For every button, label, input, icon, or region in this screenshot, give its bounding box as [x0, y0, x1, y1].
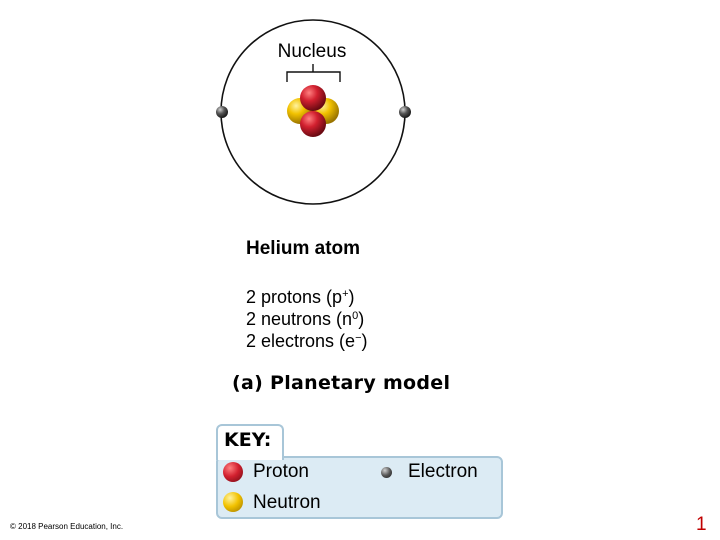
key-electron-label: Electron [408, 461, 478, 482]
protons-text: 2 protons (p [246, 287, 343, 307]
neutrons-charge: 0 [352, 310, 359, 322]
nucleus-label: Nucleus [277, 41, 347, 62]
neutrons-text: 2 neutrons (n [246, 309, 353, 329]
helium-atom-diagram [216, 19, 411, 205]
electron-left [216, 106, 228, 118]
composition-electrons: 2 electrons (e−) [246, 330, 368, 352]
key-tab [216, 424, 284, 460]
composition-neutrons: 2 neutrons (n0) [246, 308, 364, 330]
electrons-charge: − [355, 332, 362, 344]
nucleus-bracket [286, 64, 341, 82]
composition-protons: 2 protons (p+) [246, 286, 355, 308]
electrons-close: ) [361, 331, 368, 351]
key-proton-label: Proton [253, 461, 309, 482]
proton-key-icon [223, 462, 243, 482]
proton-top [300, 85, 326, 111]
page-number: 1 [696, 514, 707, 535]
neutron-key-icon [223, 492, 243, 512]
key-neutron-label: Neutron [253, 492, 321, 513]
electron-key-icon [381, 467, 392, 478]
protons-charge: + [342, 288, 349, 300]
electrons-text: 2 electrons (e [246, 331, 356, 351]
key-box [216, 456, 503, 519]
key-title: KEY: [224, 429, 272, 451]
figure-caption: (a) Planetary model [232, 372, 451, 394]
atom-title: Helium atom [246, 238, 361, 259]
proton-bottom [300, 111, 326, 137]
protons-close: ) [348, 287, 355, 307]
copyright-notice: © 2018 Pearson Education, Inc. [10, 522, 124, 531]
neutrons-close: ) [358, 309, 365, 329]
electron-right [399, 106, 411, 118]
